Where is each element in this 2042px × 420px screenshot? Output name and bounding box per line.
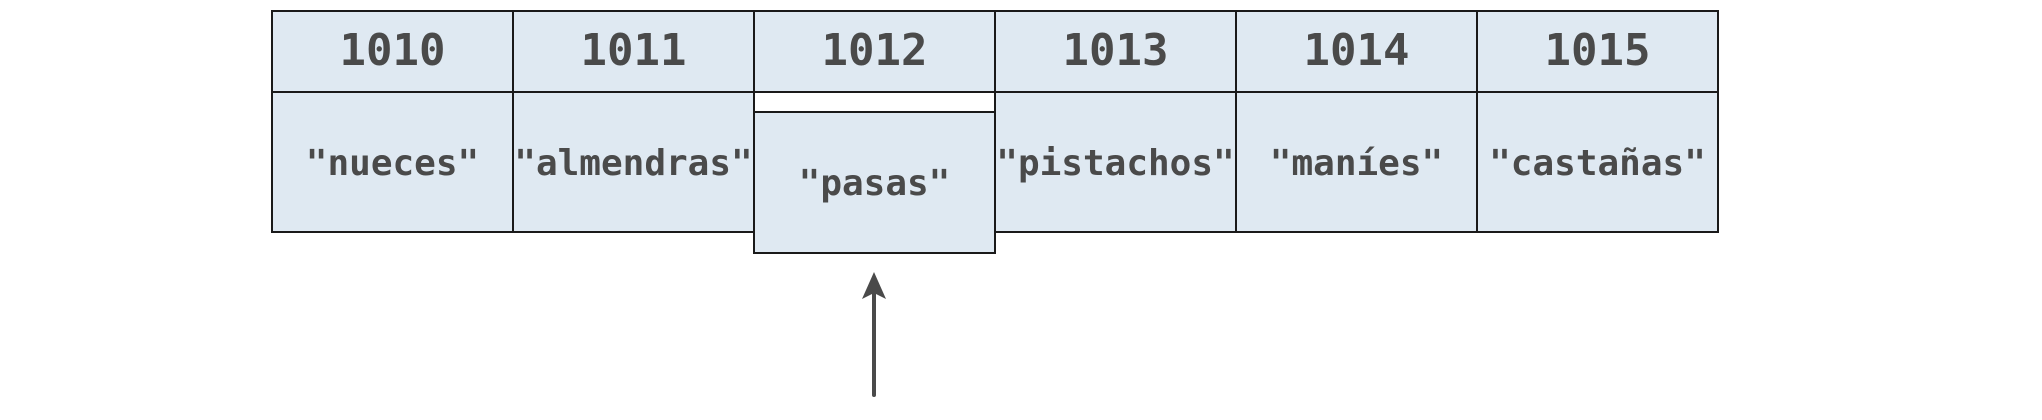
value-row: "nueces" "almendras" "pasas" "pistachos"… [271,91,1719,254]
value-label: "castañas" [1489,143,1706,184]
address-cell-1014: 1014 [1235,10,1478,93]
address-label: 1015 [1545,25,1651,76]
value-label: "almendras" [514,143,752,184]
address-row: 1010 1011 1012 1013 1014 1015 [271,10,1719,93]
value-cell-pasas-selected[interactable]: "pasas" [753,91,996,254]
up-arrow-icon [862,272,886,397]
address-label: 1011 [581,25,687,76]
value-cell-almendras: "almendras" [512,91,755,233]
value-cell-nueces: "nueces" [271,91,514,233]
value-cell-castanas: "castañas" [1476,91,1719,233]
address-cell-1011: 1011 [512,10,755,93]
address-label: 1013 [1063,25,1169,76]
value-label: "nueces" [306,143,479,184]
address-cell-1010: 1010 [271,10,514,93]
address-cell-1013: 1013 [994,10,1237,93]
address-cell-1012: 1012 [753,10,996,93]
value-cell-manies: "maníes" [1235,91,1478,233]
address-label: 1014 [1304,25,1410,76]
address-label: 1010 [340,25,446,76]
value-label: "pasas" [799,163,951,204]
address-cell-1015: 1015 [1476,10,1719,93]
value-label: "pistachos" [996,143,1234,184]
value-cell-pistachos: "pistachos" [994,91,1237,233]
address-label: 1012 [822,25,928,76]
value-label: "maníes" [1270,143,1443,184]
